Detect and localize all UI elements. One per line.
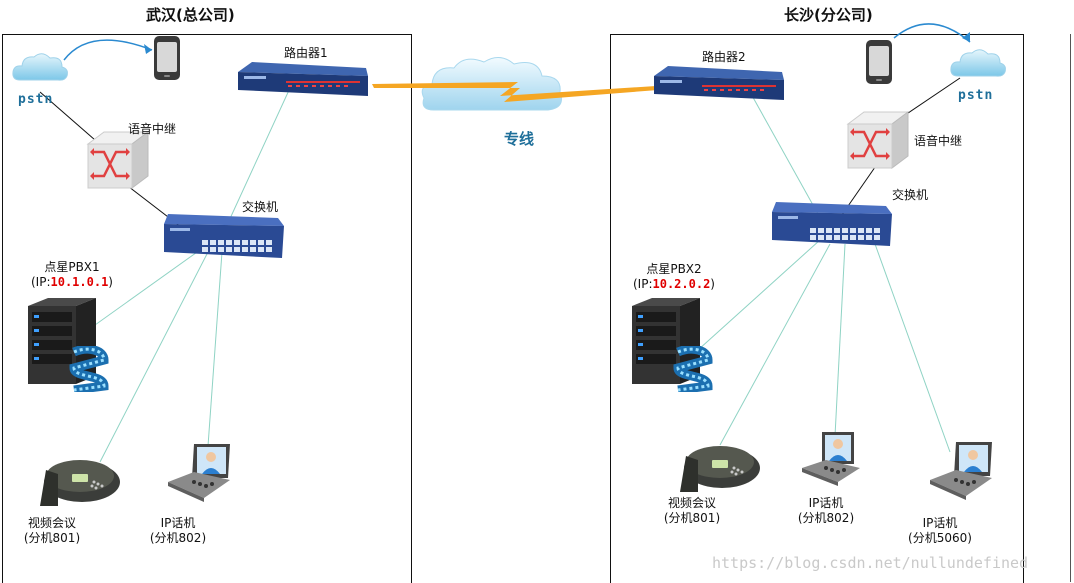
changsha-pbx-ip-prefix: (IP: xyxy=(633,277,653,291)
wuhan-video-conf-label: 视频会议 (分机801) xyxy=(12,516,92,546)
wuhan-title: 武汉(总公司) xyxy=(146,6,235,24)
ip-phone-icon xyxy=(802,432,860,486)
line-switch-phone-wh xyxy=(207,251,223,447)
wuhan-pbx-ip: 10.1.0.1 xyxy=(50,275,109,289)
changsha-ip-phone-1-name: IP话机 xyxy=(808,496,844,510)
call-arrow-icon xyxy=(893,23,971,43)
line-switch-conf-cs xyxy=(719,243,831,446)
right-edge-divider xyxy=(1070,34,1071,582)
changsha-title: 长沙(分公司) xyxy=(784,6,873,24)
router-icon xyxy=(238,62,368,96)
changsha-router-label: 路由器2 xyxy=(702,50,746,64)
changsha-pbx-ip-line: (IP:10.2.0.2) xyxy=(612,277,736,292)
cloud-icon xyxy=(950,49,1006,77)
line-switch-phone1-cs xyxy=(834,243,846,437)
leased-line-label: 专线 xyxy=(504,130,535,148)
film-reel-icon xyxy=(673,346,713,392)
mobile-phone-icon xyxy=(866,40,892,84)
wuhan-switch-label: 交换机 xyxy=(242,200,279,214)
wuhan-video-conf-ext: (分机801) xyxy=(23,531,81,545)
mobile-phone-icon xyxy=(154,36,180,80)
switch-icon xyxy=(772,202,892,246)
ip-phone-icon xyxy=(930,442,992,500)
voice-relay-icon xyxy=(846,111,910,169)
wuhan-pbx-ip-prefix: (IP: xyxy=(31,275,51,289)
film-reel-icon xyxy=(69,346,109,392)
changsha-pstn-label: pstn xyxy=(958,88,994,103)
changsha-ip-phone-1-label: IP话机 (分机802) xyxy=(786,496,866,526)
changsha-video-conf-label: 视频会议 (分机801) xyxy=(652,496,732,526)
ip-phone-icon xyxy=(168,444,230,502)
leased-line-cloud-icon xyxy=(372,57,658,111)
server-icon xyxy=(632,298,700,384)
changsha-ip-phone-2-label: IP话机 (分机5060) xyxy=(896,516,984,546)
changsha-voice-relay-label: 语音中继 xyxy=(914,134,963,148)
line-switch-conf-wh xyxy=(99,251,209,463)
wuhan-pbx-ip-suffix: ) xyxy=(108,275,113,289)
changsha-pbx-label: 点星PBX2 (IP:10.2.0.2) xyxy=(612,262,736,292)
switch-icon xyxy=(164,214,284,258)
line-router-switch-wh xyxy=(221,87,291,237)
router-icon xyxy=(654,66,784,100)
line-switch-pbx-cs xyxy=(697,239,821,351)
changsha-video-conf-ext: (分机801) xyxy=(663,511,721,525)
wuhan-video-conf-name: 视频会议 xyxy=(27,516,76,530)
changsha-ip-phone-2-ext: (分机5060) xyxy=(908,531,972,545)
wuhan-pbx-ip-line: (IP:10.1.0.1) xyxy=(8,275,136,290)
wuhan-pbx-name: 点星PBX1 xyxy=(44,260,100,274)
changsha-switch-label: 交换机 xyxy=(892,188,929,202)
wuhan-ip-phone-ext: (分机802) xyxy=(149,531,207,545)
wuhan-router-label: 路由器1 xyxy=(284,46,328,60)
cloud-icon xyxy=(12,53,68,81)
conference-phone-icon xyxy=(680,446,760,492)
wuhan-pstn-label: pstn xyxy=(18,92,54,107)
wuhan-ip-phone-label: IP话机 (分机802) xyxy=(138,516,218,546)
changsha-ip-phone-2-name: IP话机 xyxy=(922,516,958,530)
voice-relay-icon xyxy=(86,131,150,189)
wuhan-pbx-label: 点星PBX1 (IP:10.1.0.1) xyxy=(8,260,136,290)
changsha-pbx-name: 点星PBX2 xyxy=(646,262,702,276)
line-switch-phone2-cs xyxy=(874,243,951,453)
changsha-pbx-ip-suffix: ) xyxy=(710,277,715,291)
wuhan-ip-phone-name: IP话机 xyxy=(160,516,196,530)
conference-phone-icon xyxy=(40,460,120,506)
watermark: https://blog.csdn.net/nullundefined xyxy=(712,554,1029,572)
line-switch-pbx-wh xyxy=(87,249,201,331)
wuhan-voice-relay-label: 语音中继 xyxy=(128,122,177,136)
changsha-ip-phone-1-ext: (分机802) xyxy=(797,511,855,525)
line-pstn-relay-wh xyxy=(39,91,96,141)
changsha-pbx-ip: 10.2.0.2 xyxy=(652,277,711,291)
call-arrow-icon xyxy=(63,39,153,61)
changsha-video-conf-name: 视频会议 xyxy=(667,496,716,510)
